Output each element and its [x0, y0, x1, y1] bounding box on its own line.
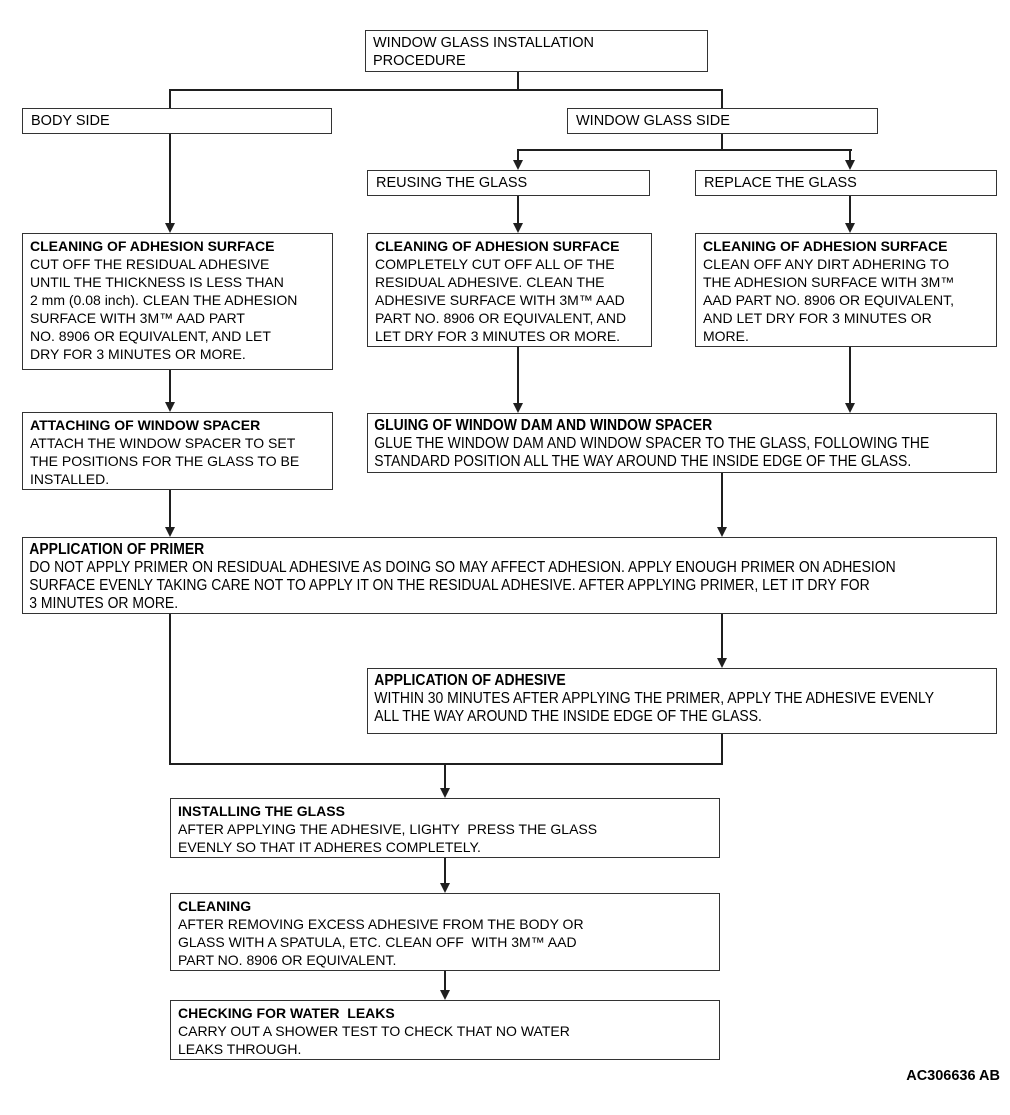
connector-wgs-split [517, 149, 852, 151]
node-installing-the-glass: INSTALLING THE GLASS AFTER APPLYING THE … [170, 798, 720, 858]
node-label: WINDOW GLASS SIDE [576, 113, 730, 129]
node-cleaning-adhesion-body: CLEANING OF ADHESION SURFACE CUT OFF THE… [22, 233, 333, 370]
node-title: CLEANING [178, 898, 252, 914]
node-title: CLEANING OF ADHESION SURFACE [703, 238, 948, 254]
node-gluing-window-dam: GLUING OF WINDOW DAM AND WINDOW SPACER G… [367, 413, 997, 473]
node-body: WITHIN 30 MINUTES AFTER APPLYING THE PRI… [374, 690, 935, 725]
node-procedure-title: WINDOW GLASS INSTALLATION PROCEDURE [365, 30, 708, 72]
node-title: INSTALLING THE GLASS [178, 803, 345, 819]
node-application-of-adhesive: APPLICATION OF ADHESIVE WITHIN 30 MINUTE… [367, 668, 997, 734]
node-attaching-window-spacer: ATTACHING OF WINDOW SPACER ATTACH THE WI… [22, 412, 333, 490]
node-label: REPLACE THE GLASS [704, 175, 857, 191]
connector-to-body-side [169, 89, 171, 108]
node-body: CARRY OUT A SHOWER TEST TO CHECK THAT NO… [178, 1023, 570, 1057]
connector-replace-to-clean [849, 196, 851, 224]
arrowhead-down [845, 223, 855, 233]
arrowhead-down [513, 403, 523, 413]
node-cleaning-adhesion-replace: CLEANING OF ADHESION SURFACE CLEAN OFF A… [695, 233, 997, 347]
connector-installing-to-cleaning [444, 858, 446, 884]
node-replace-the-glass: REPLACE THE GLASS [695, 170, 997, 196]
connector-gluing-to-primer [721, 473, 723, 528]
arrowhead-down [845, 403, 855, 413]
connector-to-window-glass-side [721, 89, 723, 108]
figure-code: AC306636 AB [906, 1068, 1000, 1084]
node-body: DO NOT APPLY PRIMER ON RESIDUAL ADHESIVE… [29, 559, 896, 612]
connector-clean-to-attaching [169, 370, 171, 403]
node-body: CUT OFF THE RESIDUAL ADHESIVE UNTIL THE … [30, 256, 298, 362]
connector-primer-to-adhesive [721, 614, 723, 659]
node-label: REUSING THE GLASS [376, 175, 528, 191]
node-label: BODY SIDE [31, 113, 110, 129]
arrowhead-down [165, 527, 175, 537]
connector-top-split [169, 89, 723, 91]
connector-reusing-to-clean [517, 196, 519, 224]
node-checking-water-leaks: CHECKING FOR WATER LEAKS CARRY OUT A SHO… [170, 1000, 720, 1060]
arrowhead-down [513, 223, 523, 233]
arrowhead-down [440, 990, 450, 1000]
node-title: CLEANING OF ADHESION SURFACE [30, 238, 275, 254]
node-title: APPLICATION OF ADHESIVE [374, 672, 566, 689]
node-window-glass-side: WINDOW GLASS SIDE [567, 108, 878, 134]
node-body: GLUE THE WINDOW DAM AND WINDOW SPACER TO… [374, 435, 930, 470]
connector-primer-left-down [169, 614, 171, 765]
node-body: AFTER REMOVING EXCESS ADHESIVE FROM THE … [178, 916, 584, 968]
connector-to-installing [444, 763, 446, 789]
node-application-of-primer: APPLICATION OF PRIMER DO NOT APPLY PRIME… [22, 537, 997, 614]
connector-cleanreplace-to-gluing [849, 347, 851, 404]
node-body: CLEAN OFF ANY DIRT ADHERING TO THE ADHES… [703, 256, 955, 344]
connector-to-reusing [517, 149, 519, 162]
arrowhead-down [165, 402, 175, 412]
arrowhead-down [440, 883, 450, 893]
arrowhead-down [717, 658, 727, 668]
node-title: GLUING OF WINDOW DAM AND WINDOW SPACER [374, 417, 713, 434]
arrowhead-down [165, 223, 175, 233]
node-body: ATTACH THE WINDOW SPACER TO SET THE POSI… [30, 435, 300, 487]
connector-wgs-down [721, 134, 723, 151]
connector-bodyside-to-clean [169, 134, 171, 224]
connector-attaching-to-primer [169, 490, 171, 528]
connector-cleanreuse-to-gluing [517, 347, 519, 404]
arrowhead-down [845, 160, 855, 170]
arrowhead-down [717, 527, 727, 537]
node-title: CLEANING OF ADHESION SURFACE [375, 238, 620, 254]
node-body-side: BODY SIDE [22, 108, 332, 134]
connector-adhesive-down [721, 734, 723, 765]
node-title: ATTACHING OF WINDOW SPACER [30, 417, 261, 433]
node-label: WINDOW GLASS INSTALLATION PROCEDURE [373, 35, 595, 69]
node-title: CHECKING FOR WATER LEAKS [178, 1005, 395, 1021]
connector-merge-bar [169, 763, 723, 765]
node-title: APPLICATION OF PRIMER [29, 541, 205, 558]
node-cleaning: CLEANING AFTER REMOVING EXCESS ADHESIVE … [170, 893, 720, 971]
node-body: COMPLETELY CUT OFF ALL OF THE RESIDUAL A… [375, 256, 627, 344]
node-cleaning-adhesion-reuse: CLEANING OF ADHESION SURFACE COMPLETELY … [367, 233, 652, 347]
connector-title-down [517, 72, 519, 91]
node-body: AFTER APPLYING THE ADHESIVE, LIGHTY PRES… [178, 821, 598, 855]
arrowhead-down [440, 788, 450, 798]
arrowhead-down [513, 160, 523, 170]
connector-cleaning-to-checking [444, 971, 446, 991]
connector-to-replace [849, 149, 851, 162]
node-reusing-the-glass: REUSING THE GLASS [367, 170, 650, 196]
